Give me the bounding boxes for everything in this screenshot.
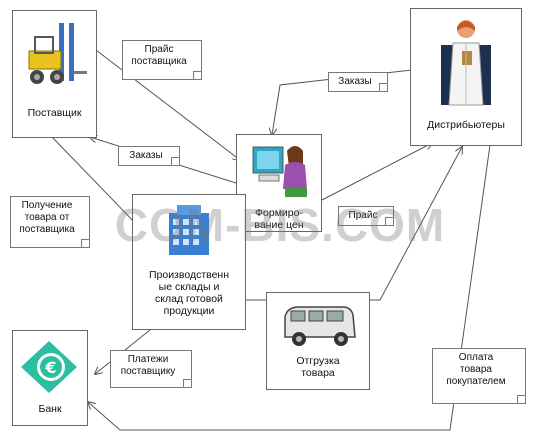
van-icon xyxy=(284,306,356,346)
note-orders-mid: Заказы xyxy=(118,146,180,166)
distributors-label: Дистрибьютеры xyxy=(427,119,505,131)
forklift-icon xyxy=(28,23,87,84)
note-supplier-price: Прайс поставщика xyxy=(122,40,202,80)
arrow-goods-receipt xyxy=(51,136,140,228)
pricing-label: Формиро- вание цен xyxy=(237,207,321,231)
distributors-node: Дистрибьютеры xyxy=(410,8,522,146)
note-supplier-payments: Платежи поставщику xyxy=(110,350,192,388)
arrow-customer-payment xyxy=(88,144,491,431)
pricing-label-text: Формиро- вание цен xyxy=(254,207,304,231)
arrow-supplier-price xyxy=(95,49,240,160)
note-goods-receipt: Получение товара от поставщика xyxy=(10,196,90,248)
shipment-node: Отгрузка товара xyxy=(266,292,370,390)
building-icon xyxy=(169,205,209,255)
euro-icon: € xyxy=(21,341,77,393)
note-orders-top: Заказы xyxy=(328,72,388,92)
svg-text:€: € xyxy=(44,358,56,377)
doctor-icon xyxy=(441,20,491,106)
pricing-node: Формиро- вание цен xyxy=(236,134,322,232)
note-customer-payment: Оплата товара покупателем xyxy=(432,348,526,404)
computer-user-icon xyxy=(252,146,307,197)
warehouses-node: Производственн ые склады и склад готовой… xyxy=(132,194,246,330)
supplier-node: Поставщик xyxy=(12,10,97,138)
arrow-price xyxy=(321,143,432,201)
supplier-label: Поставщик xyxy=(27,107,82,119)
bank-node: € Банк xyxy=(12,330,88,426)
shipment-label: Отгрузка товара xyxy=(296,355,340,379)
bank-label: Банк xyxy=(38,403,62,415)
note-price: Прайс xyxy=(338,206,394,226)
warehouses-label: Производственн ые склады и склад готовой… xyxy=(148,269,230,317)
